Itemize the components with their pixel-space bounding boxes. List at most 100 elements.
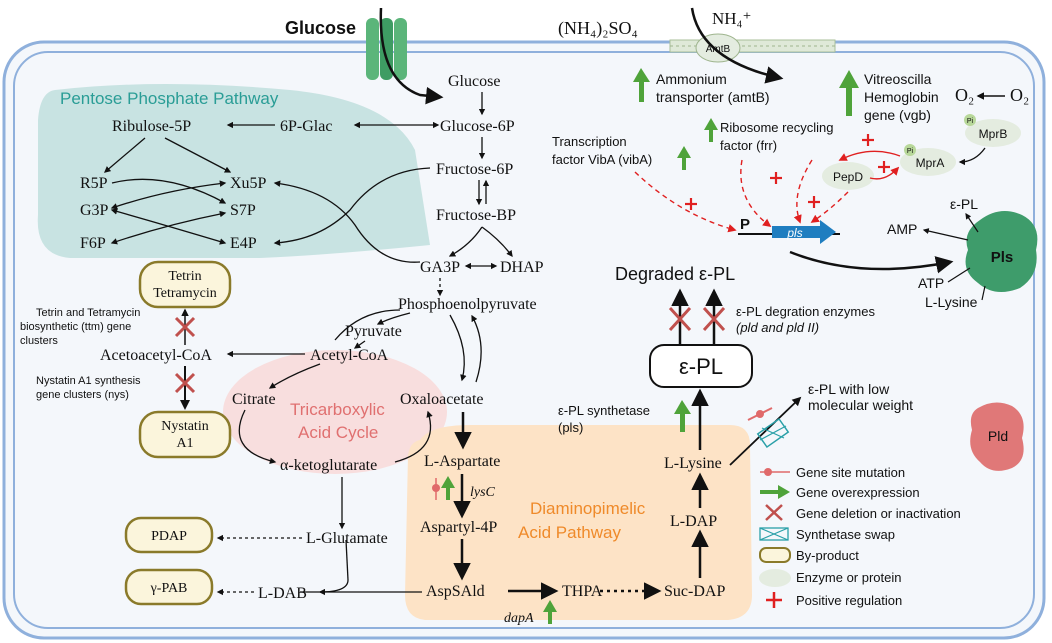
pls-substrate-atp: ATP bbox=[918, 275, 944, 291]
glac-node: 6P-Glac bbox=[280, 118, 332, 135]
dapa-label: dapA bbox=[504, 611, 534, 626]
legend-deletion-label: Gene deletion or inactivation bbox=[796, 506, 961, 521]
regulation-dashed-arrows bbox=[634, 159, 849, 233]
pls-gene-arrow-icon bbox=[772, 220, 836, 244]
low-mw-2: molecular weight bbox=[808, 397, 913, 413]
e4p-node: E4P bbox=[230, 235, 257, 252]
dab-node: L-DAB bbox=[258, 585, 307, 602]
r5p-node: R5P bbox=[80, 175, 108, 192]
glucose-node: Glucose bbox=[448, 73, 500, 90]
pls-overexpression-arrow bbox=[674, 400, 691, 432]
sucdap-node: Suc-DAP bbox=[664, 583, 725, 600]
epl-box bbox=[649, 344, 753, 388]
amtb-overexpression-arrow bbox=[633, 68, 650, 102]
frr-overexpression-arrow bbox=[704, 118, 718, 142]
degr-enzymes-2: (pld and pld II) bbox=[736, 320, 819, 335]
g3p-node: G3P bbox=[80, 202, 109, 219]
dap-arrows bbox=[453, 388, 709, 600]
glucose-channel-icon bbox=[366, 18, 407, 80]
citrate-node: Citrate bbox=[232, 391, 276, 408]
lysc-overexpression-arrow bbox=[441, 476, 455, 500]
mpra-positive-sign bbox=[878, 161, 890, 173]
pepd-protein bbox=[822, 162, 874, 190]
aspsald-node: AspSAld bbox=[426, 583, 485, 600]
vgb-note-2: Hemoglobin bbox=[864, 89, 939, 105]
dapa-overexpression-arrow bbox=[543, 600, 557, 624]
synthetase-2: (pls) bbox=[558, 420, 583, 435]
frr-note-2: factor (frr) bbox=[720, 138, 777, 153]
mprb-protein bbox=[965, 119, 1021, 147]
viba-overexpression-arrow bbox=[677, 146, 691, 170]
lysc-mutation-icon bbox=[432, 478, 440, 500]
pls-expression-arrow bbox=[789, 250, 954, 274]
legend: Gene site mutation Gene overexpression G… bbox=[759, 465, 961, 608]
akg-node: α-ketoglutarate bbox=[280, 457, 377, 474]
tca-title-line1: Tricarboxylic bbox=[290, 400, 385, 419]
glucose6p-node: Glucose-6P bbox=[440, 118, 515, 135]
legend-mutation-icon bbox=[760, 468, 790, 476]
ppp-region bbox=[37, 84, 431, 258]
pldii-deletion-icon bbox=[702, 306, 726, 332]
xu5p-node: Xu5P bbox=[230, 175, 267, 192]
legend-overexpression-label: Gene overexpression bbox=[796, 485, 920, 500]
mprb-label: MprB bbox=[979, 127, 1008, 141]
pls-gene-label: pls bbox=[786, 226, 802, 240]
nys-note-1: Nystatin A1 synthesis bbox=[36, 375, 141, 387]
low-mw-1: ε-PL with low bbox=[808, 381, 890, 397]
acetoacetylcoa-node: Acetoacetyl-CoA bbox=[100, 347, 212, 364]
aspartate-node: L-Aspartate bbox=[424, 453, 500, 470]
tca-title-line2: Acid Cycle bbox=[298, 423, 378, 442]
glycolysis-arrows bbox=[226, 92, 513, 383]
aspartyl4p-node: Aspartyl-4P bbox=[420, 519, 497, 536]
pepd-label: PepD bbox=[833, 170, 863, 184]
fructose6p-node: Fructose-6P bbox=[436, 161, 513, 178]
legend-positive-icon bbox=[766, 592, 782, 608]
nystatin-byproduct-box bbox=[138, 410, 232, 459]
dhap-node: DHAP bbox=[500, 259, 544, 276]
degr-enzymes-1: ε-PL degration enzymes bbox=[736, 304, 875, 319]
pls-enzyme-label: Pls bbox=[991, 249, 1014, 266]
nys-note-2: gene clusters (nys) bbox=[36, 389, 129, 401]
mpra-pi-label: Pi bbox=[907, 148, 914, 155]
tetrin-label-1: Tetrin bbox=[168, 269, 201, 284]
legend-enzyme-label: Enzyme or protein bbox=[796, 570, 902, 585]
ammonium-sulfate-label: (NH₄)₂SO₄ bbox=[558, 18, 638, 39]
pld-enzyme-label: Pld bbox=[988, 428, 1008, 444]
positive-regulation-signs bbox=[685, 172, 820, 210]
nh4-label: NH₄⁺ bbox=[712, 9, 751, 28]
thpa-node: THPA bbox=[562, 583, 603, 600]
pyruvate-node: Pyruvate bbox=[345, 323, 402, 340]
nystatin-label-2: A1 bbox=[176, 436, 193, 451]
acetylcoa-node: Acetyl-CoA bbox=[310, 347, 389, 364]
pls-product-epl: ε-PL bbox=[950, 196, 978, 212]
frr-note-1: Ribosome recycling bbox=[720, 120, 833, 135]
epl-box-label: ε-PL bbox=[679, 354, 723, 379]
pls-product-amp: AMP bbox=[887, 221, 917, 237]
lysine-node: L-Lysine bbox=[664, 455, 722, 472]
glucose-outside-label: Glucose bbox=[285, 18, 356, 38]
low-mw-mutation-icon bbox=[747, 407, 773, 421]
ribulose5p-node: Ribulose-5P bbox=[112, 118, 191, 135]
fructosebp-node: Fructose-BP bbox=[436, 207, 516, 224]
cell-inner-membrane bbox=[13, 51, 1035, 629]
legend-byproduct-label: By-product bbox=[796, 548, 859, 563]
o2-inside-label: O₂ bbox=[955, 85, 974, 105]
mprb-to-mpra-arrow bbox=[958, 147, 986, 166]
pepd-positive-sign bbox=[862, 134, 874, 146]
lysc-label: lysC bbox=[470, 485, 496, 500]
legend-deletion-icon bbox=[765, 504, 783, 521]
membrane-bilayer bbox=[669, 39, 836, 53]
pdap-byproduct-box bbox=[124, 516, 214, 554]
amtb-label: AmtB bbox=[706, 44, 731, 55]
dap-title-line2: Acid Pathway bbox=[518, 523, 621, 542]
legend-mutation-label: Gene site mutation bbox=[796, 465, 905, 480]
nh4-import-arrow bbox=[690, 7, 784, 84]
ttm-note-3: clusters bbox=[20, 335, 58, 347]
o2-outside-label: O₂ bbox=[1010, 85, 1029, 105]
pld-enzyme-icon bbox=[970, 402, 1024, 471]
vgb-overexpression-arrow bbox=[839, 70, 859, 116]
legend-swap-label: Synthetase swap bbox=[796, 527, 895, 542]
promoter-label: P bbox=[740, 216, 750, 233]
low-mw-arrow bbox=[729, 396, 802, 466]
dap-title-line1: Diaminopimelic bbox=[530, 499, 646, 518]
